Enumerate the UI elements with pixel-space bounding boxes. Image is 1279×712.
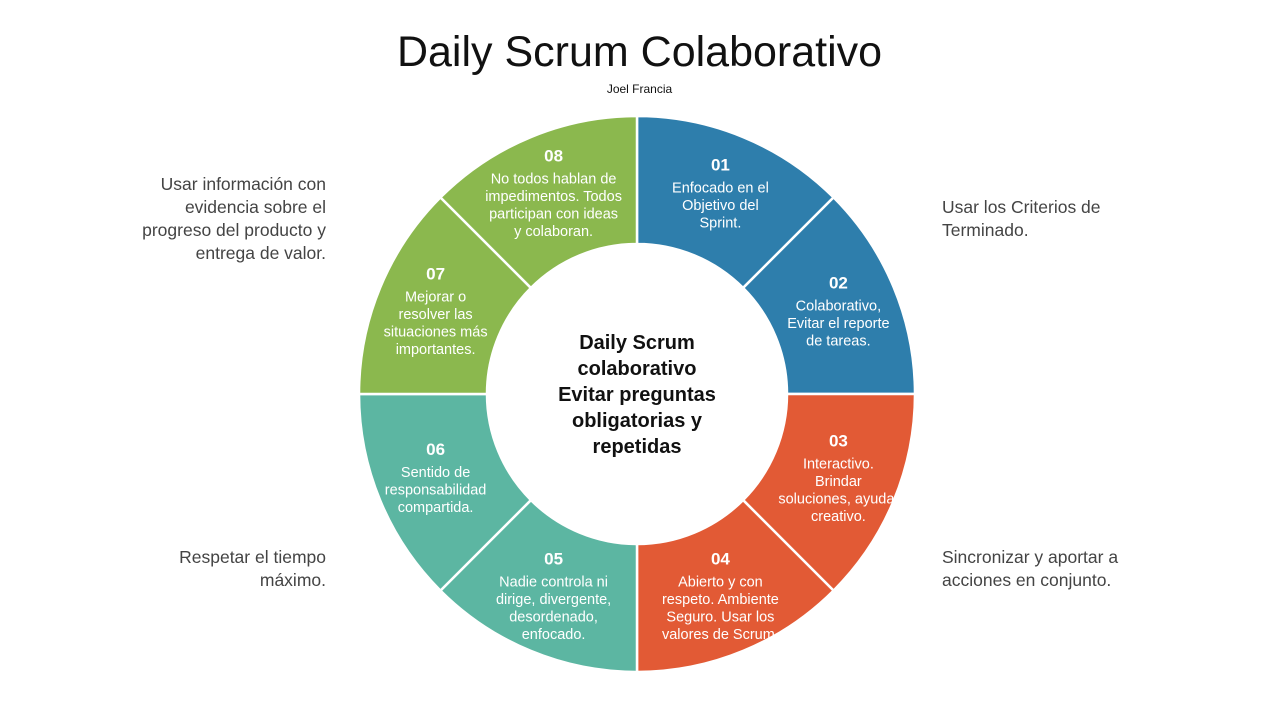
- side-note-line: Terminado.: [942, 220, 1029, 240]
- segment-text-line: creativo.: [811, 509, 866, 525]
- segment-text-line: participan con ideas: [489, 207, 618, 223]
- segment-text-line: resolver las: [399, 307, 473, 323]
- center-text-line: Daily Scrum: [579, 332, 695, 354]
- segment-number: 07: [426, 265, 445, 284]
- page-title: Daily Scrum Colaborativo: [396, 28, 883, 76]
- segment-text-line: Sprint.: [699, 215, 741, 231]
- segment-text-line: soluciones, ayuda,: [778, 491, 898, 507]
- segment-text-line: Mejorar o: [405, 290, 466, 306]
- side-note-line: acciones en conjunto.: [942, 570, 1112, 590]
- segment-text-line: compartida.: [398, 500, 474, 516]
- segment-text-line: Brindar: [815, 474, 862, 490]
- segment-text-line: desordenado,: [509, 609, 598, 625]
- segment-text-line: responsabilidad: [385, 483, 487, 499]
- segment-text-line: impedimentos. Todos: [485, 189, 622, 205]
- segment-text-line: Nadie controla ni: [499, 574, 608, 590]
- side-note-line: Usar los Criterios de: [942, 197, 1101, 217]
- segment-number: 02: [829, 273, 848, 292]
- segment-number: 04: [711, 549, 730, 568]
- side-note-line: Respetar el tiempo: [179, 547, 326, 567]
- segment-text-line: de tareas.: [806, 333, 871, 349]
- segment-text-line: respeto. Ambiente: [662, 592, 779, 608]
- segment-text-line: Enfocado en el: [672, 180, 769, 196]
- side-note-bottom-right: Sincronizar y aportar a acciones en conj…: [942, 546, 1118, 592]
- segment-08: [438, 114, 639, 290]
- side-note-top-right: Usar los Criterios de Terminado.: [942, 196, 1101, 242]
- side-note-line: progreso del producto y: [142, 220, 326, 240]
- side-note-line: máximo.: [259, 570, 326, 590]
- side-note-bottom-left: Respetar el tiempo máximo.: [179, 546, 326, 592]
- segment-number: 05: [544, 549, 563, 568]
- side-note-top-left: Usar información con evidencia sobre el …: [142, 173, 326, 265]
- segment-number: 01: [711, 155, 730, 174]
- inner-disc: [489, 246, 785, 542]
- side-note-line: Sincronizar y aportar a: [942, 547, 1119, 567]
- segment-text-line: Abierto y con: [678, 574, 763, 590]
- segment-text-line: valores de Scrum.: [662, 627, 779, 643]
- segments-layer: [357, 114, 917, 674]
- segment-text-line: Colaborativo,: [796, 298, 881, 314]
- segment-text-line: Interactivo.: [803, 456, 874, 472]
- segment-text-line: situaciones más: [384, 325, 488, 341]
- segment-text-line: Sentido de: [401, 465, 470, 481]
- segment-number: 06: [426, 440, 445, 459]
- segment-text-line: No todos hablan de: [491, 172, 617, 188]
- center-text-line: obligatorias y: [572, 410, 703, 432]
- segment-text-line: enfocado.: [522, 627, 586, 643]
- segment-text-line: Evitar el reporte: [787, 316, 889, 332]
- side-note-line: evidencia sobre el: [184, 197, 326, 217]
- center-text-line: repetidas: [593, 436, 682, 458]
- segment-number: 03: [829, 431, 848, 450]
- segment-text-line: Seguro. Usar los: [666, 609, 774, 625]
- side-note-line: entrega de valor.: [195, 243, 326, 263]
- segment-number: 08: [544, 147, 563, 166]
- segment-text-line: Objetivo del: [682, 198, 759, 214]
- segment-text-line: importantes.: [396, 342, 476, 358]
- center-text-line: Evitar preguntas: [558, 384, 716, 406]
- author-label: Joel Francia: [606, 82, 673, 96]
- side-note-line: Usar información con: [160, 174, 326, 194]
- segment-text-line: dirige, divergente,: [496, 592, 611, 608]
- center-text-line: colaborativo: [578, 358, 697, 380]
- segment-text-line: y colaboran.: [514, 224, 593, 240]
